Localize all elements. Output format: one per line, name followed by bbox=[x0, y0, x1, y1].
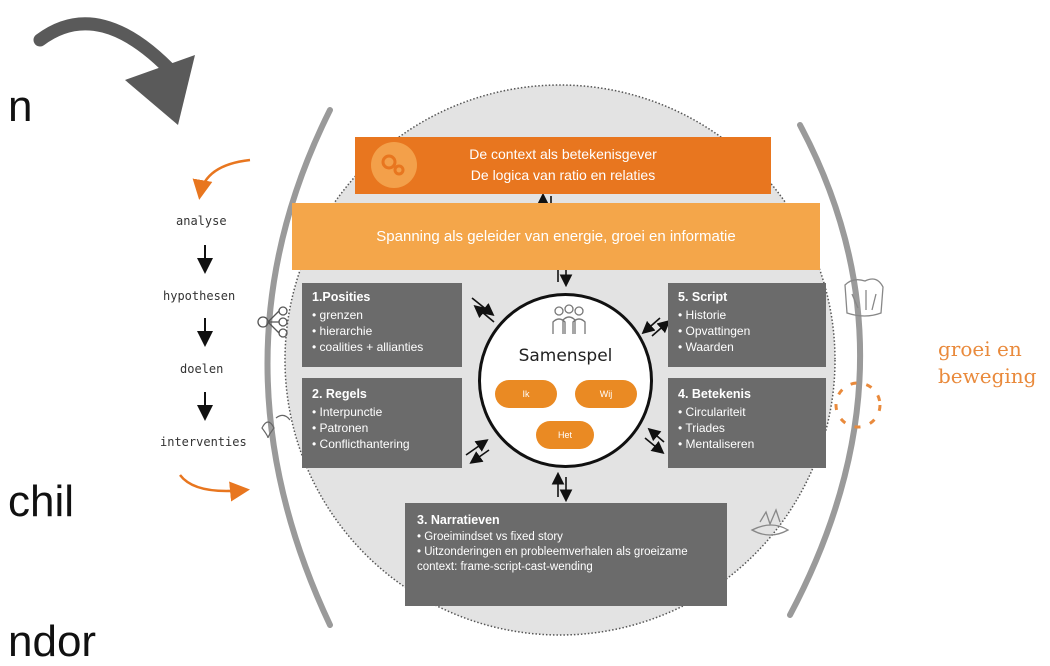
box-regels-title: 2. Regels bbox=[312, 387, 367, 401]
book-icon bbox=[750, 508, 790, 536]
center-circle: Samenspel Ik Wij Het bbox=[478, 293, 653, 468]
growth-line-2: beweging bbox=[938, 364, 1037, 388]
cycle-icon bbox=[834, 381, 882, 429]
context-box: De context als betekenisgever De logica … bbox=[355, 137, 771, 194]
box-narratieven-title: 3. Narratieven bbox=[417, 513, 500, 527]
tree-stump-icon bbox=[844, 278, 884, 317]
left-arc bbox=[264, 107, 333, 628]
growth-label: groei en beweging bbox=[938, 336, 1036, 390]
list-item: hierarchie bbox=[312, 323, 452, 339]
pill-het: Het bbox=[536, 421, 594, 449]
context-line-1: De context als betekenisgever bbox=[469, 146, 657, 162]
step-doelen: doelen bbox=[180, 362, 224, 376]
list-item: Patronen bbox=[312, 420, 452, 436]
fragment-middle: chil bbox=[8, 477, 75, 526]
center-title: Samenspel bbox=[518, 346, 613, 366]
box-regels: 2. Regels Interpunctie Patronen Conflict… bbox=[302, 378, 462, 468]
pill-ik: Ik bbox=[495, 380, 557, 408]
gear-head-icon bbox=[371, 142, 417, 188]
step-hypothesen: hypothesen bbox=[163, 289, 236, 303]
box-posities-title: 1.Posities bbox=[312, 290, 371, 304]
fragment-top: n bbox=[8, 82, 33, 131]
list-item: Circulariteit bbox=[678, 404, 816, 420]
orange-arrow-top bbox=[192, 158, 251, 200]
group-people-icon bbox=[552, 304, 586, 334]
list-item: Triades bbox=[678, 420, 816, 436]
curved-arrow-icon bbox=[33, 17, 182, 82]
list-item: Waarden bbox=[678, 339, 816, 355]
step-interventies: interventies bbox=[160, 435, 247, 449]
fragment-bottom: ndor bbox=[8, 617, 97, 666]
box-narratieven: 3. Narratieven Groeimindset vs fixed sto… bbox=[405, 503, 727, 606]
list-item: Uitzonderingen en probleemverhalen als g… bbox=[417, 545, 715, 575]
box-betekenis-title: 4. Betekenis bbox=[678, 387, 751, 401]
hierarchy-icon bbox=[257, 306, 288, 338]
orange-arrow-bottom bbox=[179, 474, 250, 502]
box-posities: 1.Posities grenzen hierarchie coalities … bbox=[302, 283, 462, 367]
list-item: Mentaliseren bbox=[678, 436, 816, 452]
growth-line-1: groei en bbox=[938, 337, 1022, 361]
step-analyse: analyse bbox=[176, 214, 227, 228]
right-arc bbox=[787, 122, 863, 618]
list-item: Conflicthantering bbox=[312, 436, 452, 452]
tension-band: Spanning als geleider van energie, groei… bbox=[292, 203, 820, 270]
context-line-2: De logica van ratio en relaties bbox=[470, 167, 656, 183]
list-item: grenzen bbox=[312, 307, 452, 323]
box-betekenis: 4. Betekenis Circulariteit Triades Menta… bbox=[668, 378, 826, 468]
list-item: coalities + allianties bbox=[312, 339, 452, 355]
box-script: 5. Script Historie Opvattingen Waarden bbox=[668, 283, 826, 367]
list-item: Historie bbox=[678, 307, 816, 323]
box-script-title: 5. Script bbox=[678, 290, 728, 304]
list-item: Opvattingen bbox=[678, 323, 816, 339]
pill-wij: Wij bbox=[575, 380, 637, 408]
list-item: Groeimindset vs fixed story bbox=[417, 530, 715, 545]
map-pin-icon bbox=[261, 414, 291, 439]
list-item: Interpunctie bbox=[312, 404, 452, 420]
